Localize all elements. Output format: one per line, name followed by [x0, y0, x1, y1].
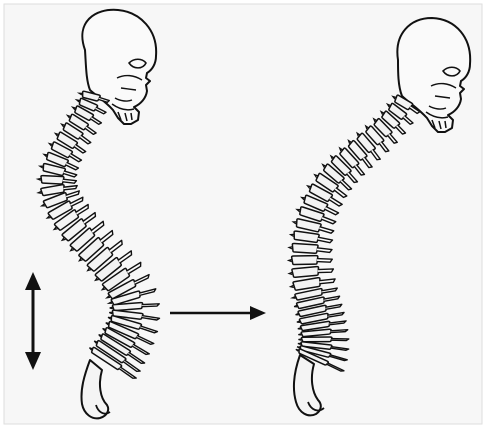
hunched-facet-notch	[298, 343, 301, 344]
hunched-facet-notch	[298, 334, 301, 335]
hunched-facet-notch	[298, 328, 301, 330]
upright-facet-notch	[110, 307, 113, 309]
upright-vertebral-body	[41, 175, 64, 184]
hunched-vertebral-body	[292, 256, 318, 265]
hunched-vertebral-body	[292, 243, 318, 253]
hunched-facet-notch	[297, 321, 300, 323]
hunched-spinous-process	[318, 268, 334, 273]
upright-spinous-process	[63, 179, 77, 183]
hunched-spinous-process	[317, 258, 332, 262]
hunched-vertebral-body	[292, 266, 319, 277]
hunched-facet-notch	[298, 339, 301, 340]
hunched-spinous-process	[331, 338, 349, 340]
hunched-vertebral-body	[301, 337, 332, 342]
upright-spinous-process	[142, 303, 160, 307]
